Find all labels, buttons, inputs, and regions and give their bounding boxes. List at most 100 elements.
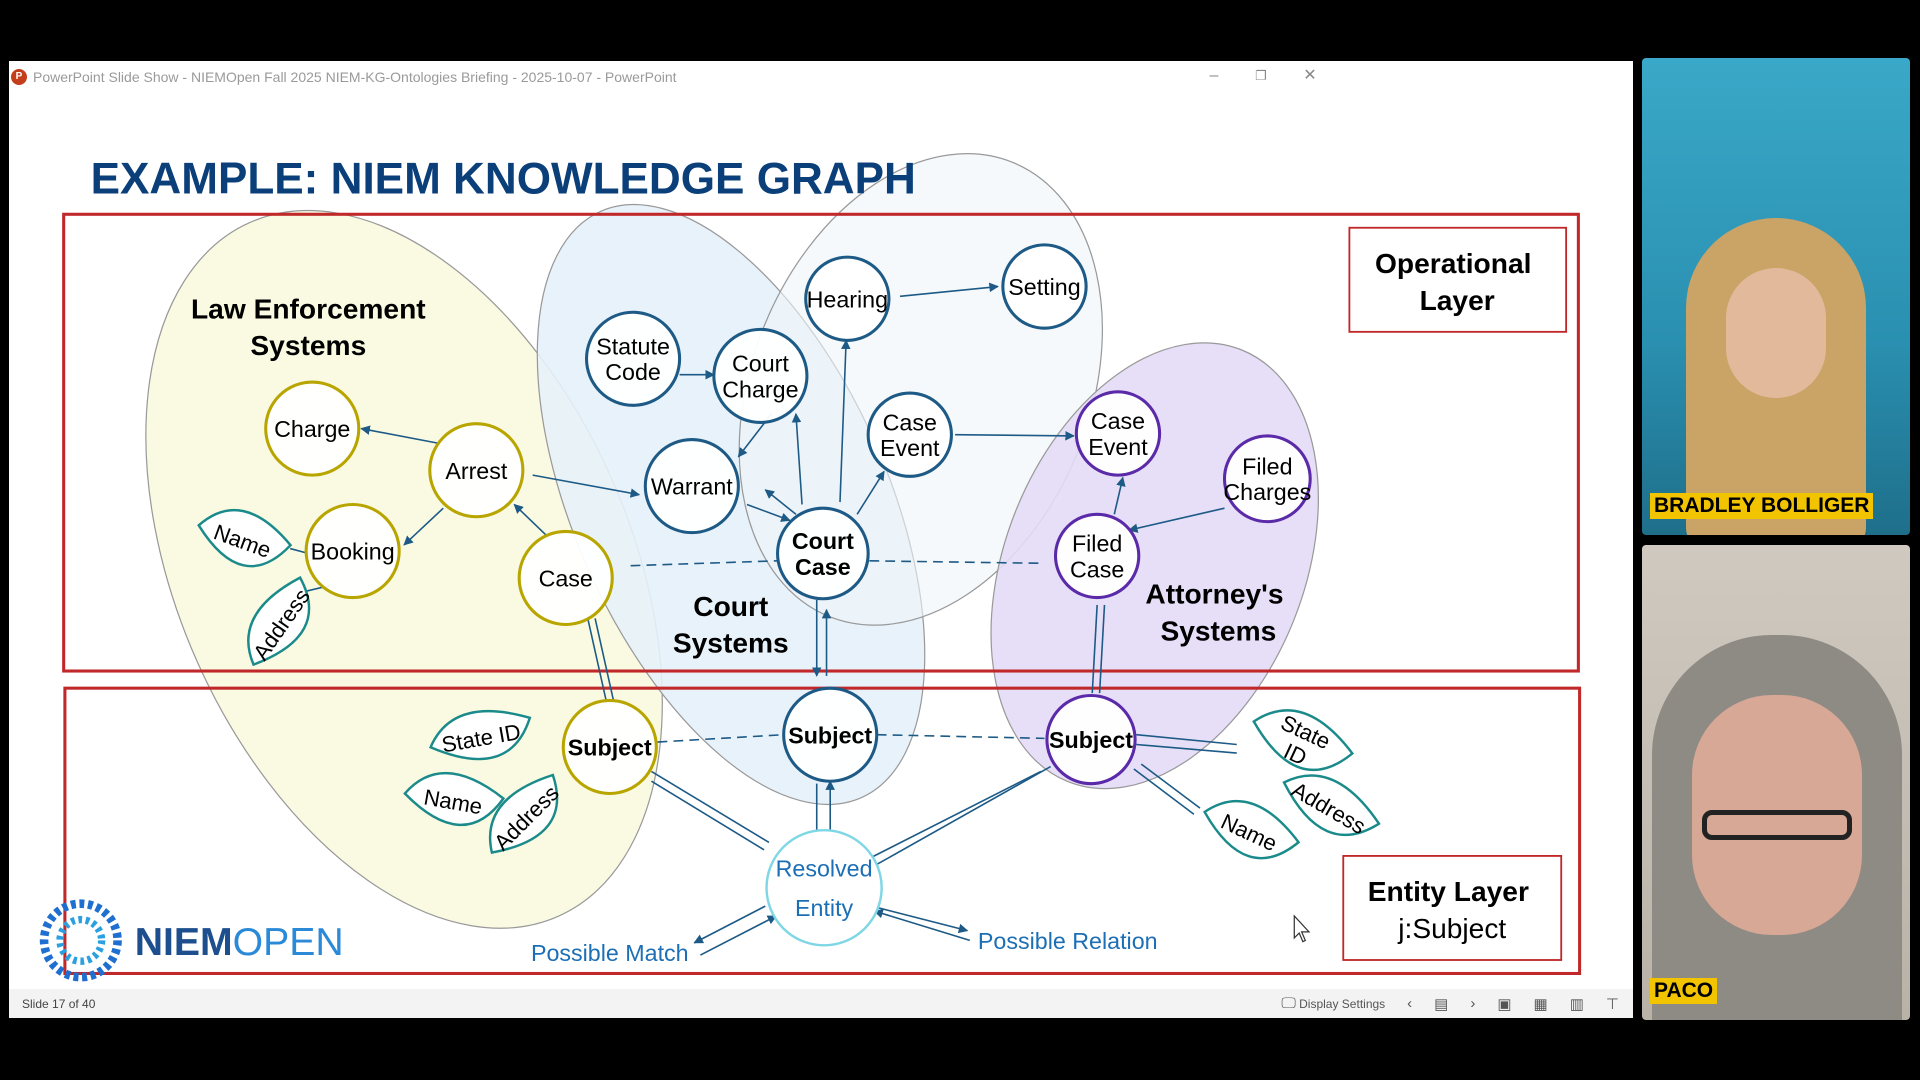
svg-text:Hearing: Hearing xyxy=(807,286,888,312)
edge-arrow xyxy=(746,503,791,522)
edge-line xyxy=(1136,733,1237,746)
previous-slide-button[interactable]: ‹ xyxy=(1407,995,1413,1012)
leaf-att-name: Name xyxy=(1202,799,1301,860)
node-circle xyxy=(264,380,361,477)
edge-line xyxy=(594,618,615,701)
court-systems-label: Court xyxy=(693,591,769,622)
edge-dashed xyxy=(657,733,784,743)
edge-dashed xyxy=(630,560,778,567)
svg-text:Subject: Subject xyxy=(568,735,652,761)
node-label: Entity xyxy=(795,895,854,921)
edge-line xyxy=(871,770,1042,858)
participant-name-tag: BRADLEY BOLLIGER xyxy=(1650,493,1874,519)
svg-text:Subject: Subject xyxy=(1049,727,1133,753)
slide-sorter-icon[interactable]: ▦ xyxy=(1533,995,1548,1013)
svg-text:Case: Case xyxy=(539,566,593,592)
edge-arrow xyxy=(513,503,548,537)
slide-menu-icon[interactable]: ▤ xyxy=(1434,995,1449,1013)
node-label: Subject xyxy=(568,735,652,761)
edge-arrow xyxy=(899,282,999,298)
node-circle xyxy=(1074,390,1162,477)
node-circle xyxy=(776,506,870,601)
edge-arrow xyxy=(360,425,439,445)
operational-layer-label: Operational xyxy=(1375,248,1531,279)
restore-button[interactable]: ❐ xyxy=(1255,68,1267,83)
node-circle xyxy=(712,327,809,424)
mouse-cursor-icon xyxy=(1293,914,1311,943)
node-circle xyxy=(782,686,879,783)
participant-name-tag: PACO xyxy=(1650,978,1718,1004)
edge-line xyxy=(586,618,607,701)
reading-view-icon[interactable]: ▥ xyxy=(1569,995,1584,1013)
node-label: Case xyxy=(1091,408,1145,434)
leaf-icon xyxy=(1252,709,1355,771)
entity-layer-label: Entity Layer xyxy=(1368,876,1529,907)
svg-text:Law Enforcement Systems: Law Enforcement Systems Court Systems At… xyxy=(191,293,1291,658)
close-button[interactable]: ✕ xyxy=(1303,67,1317,84)
node-label: Case xyxy=(1070,556,1124,582)
node-label: Court xyxy=(792,528,854,554)
glasses xyxy=(1702,810,1852,840)
operational-layer-label-2: Layer xyxy=(1420,285,1495,316)
node-label: Subject xyxy=(788,722,872,748)
display-settings-button[interactable]: 🖵 Display Settings xyxy=(1281,995,1385,1012)
court-systems-label-2: Systems xyxy=(673,628,789,659)
normal-view-icon[interactable]: ▣ xyxy=(1497,995,1512,1013)
display-settings-label: Display Settings xyxy=(1299,997,1386,1011)
node-label: Case xyxy=(795,554,851,580)
edge-arrow xyxy=(700,915,778,956)
leaf-icon xyxy=(428,710,532,761)
node-label: Event xyxy=(880,435,940,461)
edge-arrow xyxy=(532,474,641,498)
node-circle xyxy=(1053,512,1141,600)
svg-text:Operational Layer: Operational Layer xyxy=(1375,248,1539,316)
node-att-subject: Subject xyxy=(1045,693,1137,786)
svg-text:Charge: Charge xyxy=(274,416,350,442)
node-warrant: Warrant xyxy=(643,438,740,535)
law-enforcement-label-2: Systems xyxy=(250,330,366,361)
node-le-case: Case xyxy=(517,529,614,627)
leaf-sub-name: Name xyxy=(403,771,506,827)
powerpoint-icon: P xyxy=(11,68,27,85)
logo-open: OPEN xyxy=(233,921,344,964)
node-label: Court xyxy=(732,351,789,377)
minimize-button[interactable]: – xyxy=(1209,67,1219,84)
leaf-icon xyxy=(247,575,311,667)
logo-niem: NIEM xyxy=(135,921,233,964)
attorney-systems-label: Attorney's xyxy=(1145,579,1283,610)
edge-line xyxy=(1136,743,1237,754)
edge-line xyxy=(876,765,1052,866)
edge-arrow xyxy=(403,507,444,546)
node-circle xyxy=(866,391,953,478)
status-bar: Slide 17 of 40 🖵 Display Settings ‹ ▤ › … xyxy=(9,989,1633,1018)
node-circle xyxy=(765,828,883,947)
next-slide-button[interactable]: › xyxy=(1470,995,1476,1012)
leaf-le-name: Name xyxy=(197,508,293,568)
node-label: Setting xyxy=(1008,274,1080,300)
leaf-icon xyxy=(403,771,506,827)
edge-line xyxy=(1091,604,1098,694)
slideshow-icon[interactable]: ⊤ xyxy=(1605,995,1619,1013)
svg-text:Setting: Setting xyxy=(1008,274,1080,300)
node-charge: Charge xyxy=(264,380,361,477)
possible-relation-label: Possible Relation xyxy=(978,928,1158,954)
node-booking: Booking xyxy=(304,502,401,600)
edge-arrow xyxy=(1128,507,1225,533)
node-label: Code xyxy=(605,359,661,385)
edge-dashed xyxy=(869,560,1041,565)
edge-dashed xyxy=(876,733,1045,740)
participant-face xyxy=(1692,695,1862,935)
entity-layer-box xyxy=(1342,855,1563,961)
node-label: Statute xyxy=(596,333,670,359)
node-label: Filed xyxy=(1072,531,1122,557)
